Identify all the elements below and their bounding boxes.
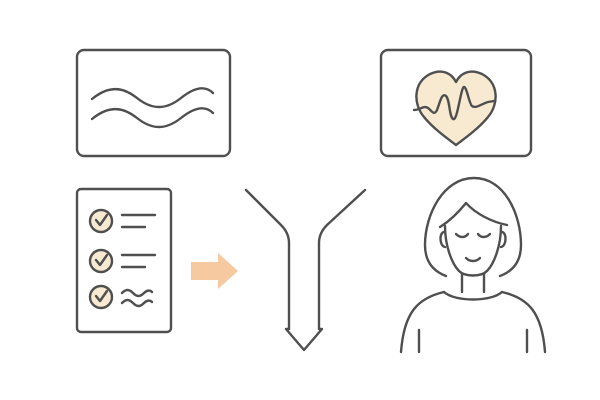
- checklist-icon: [75, 187, 173, 334]
- arrow-right-icon: [191, 253, 238, 289]
- wave-card-icon: [75, 48, 232, 158]
- calm-person-icon: [399, 176, 547, 354]
- check-item-1: [88, 208, 157, 234]
- heart-rate-icon: [379, 48, 533, 158]
- merge-arrow-icon: [244, 188, 367, 352]
- check-item-3: [88, 284, 154, 310]
- check-item-2: [88, 248, 157, 274]
